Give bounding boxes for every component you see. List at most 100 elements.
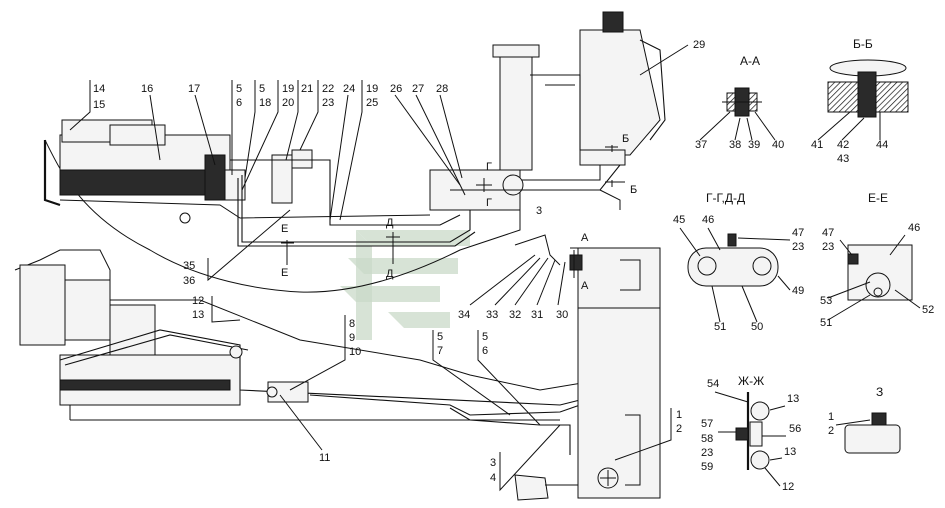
callout-c5d: 5 <box>482 331 488 343</box>
section-aa-label: 40 <box>772 139 784 151</box>
callout-c19a: 19 <box>282 83 294 95</box>
cut-marker-mb: Б <box>622 133 629 145</box>
cut-marker-mb2: Б <box>630 184 637 196</box>
section-aa-label: 38 <box>729 139 741 151</box>
lower-tractor-view <box>14 234 661 501</box>
cut-marker-ma: А <box>581 232 589 244</box>
callout-c28: 28 <box>436 83 448 95</box>
section-zh-zh-detail <box>714 391 786 487</box>
section-zhzh-label: 59 <box>701 461 713 473</box>
section-zhzh-label: 54 <box>707 378 719 390</box>
section-gg-label: 45 <box>673 214 685 226</box>
section-ee-label: 47 <box>822 227 834 239</box>
callout-c30: 30 <box>556 309 568 321</box>
section-zhzh-label: 13 <box>784 446 796 458</box>
cut-marker-me: Е <box>281 223 288 235</box>
section-zhzh-label: 23 <box>701 447 713 459</box>
callout-c22: 22 <box>322 83 334 95</box>
cut-marker-md: Д <box>386 217 394 229</box>
section-gg-label: 23 <box>792 241 804 253</box>
cut-marker-ma2: А <box>581 280 589 292</box>
section-zhzh-label: 13 <box>787 393 799 405</box>
callout-c29: 29 <box>693 39 705 51</box>
callout-c12a: 12 <box>192 295 204 307</box>
cut-markers <box>281 145 625 278</box>
section-ee-detail <box>827 234 921 321</box>
section-bb-label: 41 <box>811 139 823 151</box>
section-zhzh-label: 56 <box>789 423 801 435</box>
section-gg-label: 47 <box>792 227 804 239</box>
section-gg-dd-detail <box>679 227 791 323</box>
section-bb-label: 44 <box>876 139 888 151</box>
callout-c27: 27 <box>412 83 424 95</box>
callout-c11: 11 <box>319 452 330 464</box>
section-zhzh-label: 57 <box>701 418 713 430</box>
callout-c8: 8 <box>349 318 355 330</box>
section-gg-label: 51 <box>714 321 726 333</box>
section-ee-label: 46 <box>908 222 920 234</box>
callout-c3b: 3 <box>490 457 496 469</box>
section-title-ee: Е-Е <box>868 191 888 205</box>
section-ee-label: 53 <box>820 295 832 307</box>
callout-c5a: 5 <box>236 83 242 95</box>
callout-c1: 1 <box>676 409 682 421</box>
section-gg-label: 46 <box>702 214 714 226</box>
section-zhzh-label: 58 <box>701 433 713 445</box>
section-zhzh-label: 12 <box>782 481 794 493</box>
section-title-z: З <box>876 385 883 399</box>
section-bb-label: 42 <box>837 139 849 151</box>
callout-c7: 7 <box>437 345 443 357</box>
callout-c18: 18 <box>259 97 271 109</box>
section-title-aa: А-А <box>740 54 760 68</box>
callout-c14: 14 <box>93 83 105 95</box>
cut-marker-mg: Г <box>486 161 492 173</box>
callout-c19b: 19 <box>366 83 378 95</box>
section-aa-label: 37 <box>695 139 707 151</box>
callout-c21: 21 <box>301 83 313 95</box>
section-title-bb: Б-Б <box>853 37 873 51</box>
section-ee-label: 23 <box>822 241 834 253</box>
callout-c5c: 5 <box>437 331 443 343</box>
callout-c23a: 23 <box>322 97 334 109</box>
callout-c34: 34 <box>458 309 470 321</box>
callout-c10: 10 <box>349 346 361 358</box>
section-bb-detail <box>817 59 909 141</box>
section-aa-label: 39 <box>748 139 760 151</box>
callout-c4: 4 <box>490 472 496 484</box>
section-aa-detail <box>699 87 776 141</box>
callout-c20: 20 <box>282 97 294 109</box>
callout-c26: 26 <box>390 83 402 95</box>
callout-c17: 17 <box>188 83 200 95</box>
callout-c16: 16 <box>141 83 153 95</box>
leader-lines <box>69 44 689 492</box>
section-z-detail <box>835 412 901 454</box>
section-z-label: 2 <box>828 425 834 437</box>
callout-c35: 35 <box>183 260 195 272</box>
callout-c32: 32 <box>509 309 521 321</box>
callout-c2: 2 <box>676 423 682 435</box>
cut-marker-md2: Д <box>386 268 394 280</box>
callout-c3a: 3 <box>536 205 542 217</box>
section-bb-label: 43 <box>837 153 849 165</box>
callout-c5b: 5 <box>259 83 265 95</box>
section-title-zhzh: Ж-Ж <box>738 374 764 388</box>
upper-tractor-view <box>43 11 666 293</box>
section-gg-label: 49 <box>792 285 804 297</box>
callout-c13a: 13 <box>192 309 204 321</box>
callout-c31: 31 <box>531 309 543 321</box>
section-title-gg: Г-Г,Д-Д <box>706 191 745 205</box>
section-z-label: 1 <box>828 411 834 423</box>
section-ee-label: 52 <box>922 304 934 316</box>
callout-c33: 33 <box>486 309 498 321</box>
callout-c36: 36 <box>183 275 195 287</box>
section-ee-label: 51 <box>820 317 832 329</box>
cut-marker-me2: Е <box>281 267 288 279</box>
callout-c15: 15 <box>93 99 105 111</box>
callout-c6a: 6 <box>236 97 242 109</box>
callout-c9: 9 <box>349 332 355 344</box>
callout-c24: 24 <box>343 83 355 95</box>
